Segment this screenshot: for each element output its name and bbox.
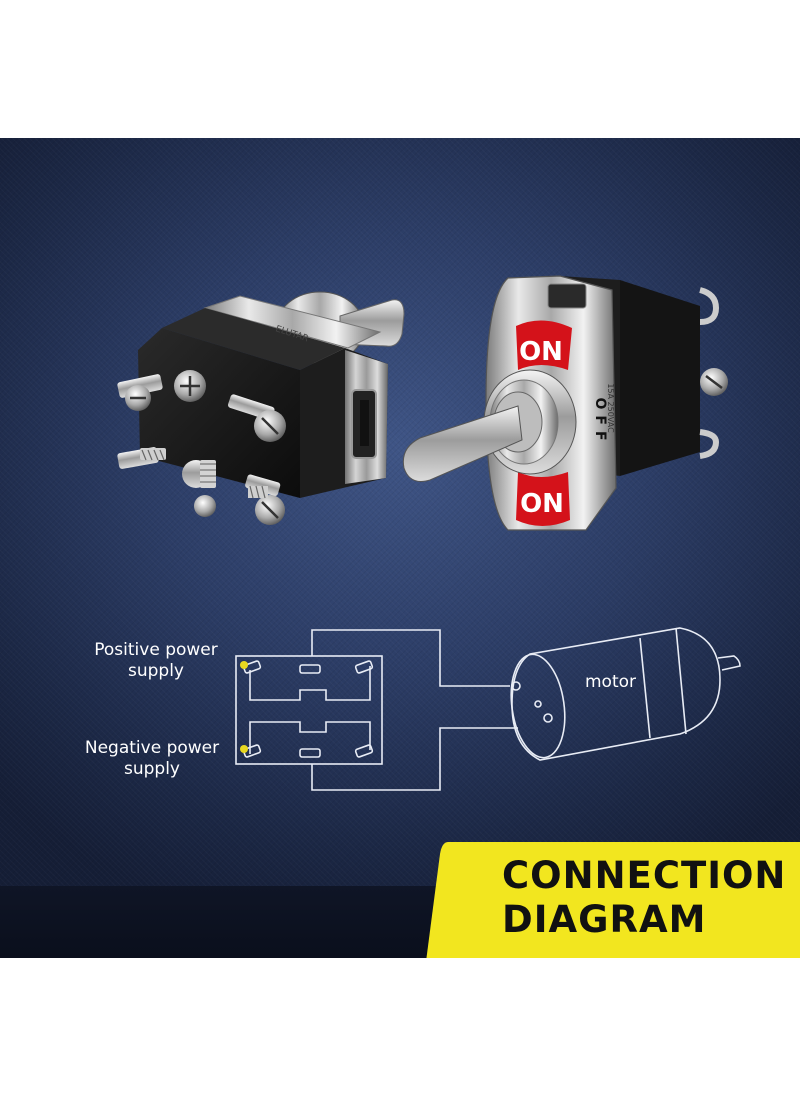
negative-terminal-dot (240, 745, 248, 753)
wire-top (311, 629, 510, 687)
motor-drawing (510, 627, 741, 761)
wire-bottom (311, 727, 518, 791)
rating-marking: 15A 250VAC (606, 383, 615, 433)
terminal-row-top (242, 660, 374, 674)
off-label: OFF (592, 397, 608, 446)
on-top-label: ON (519, 337, 563, 367)
rear-terminals (117, 370, 286, 525)
banner-title-line2: DIAGRAM (502, 898, 707, 941)
positive-terminal-dot (240, 661, 248, 669)
on-bottom-label: ON (520, 489, 564, 519)
banner-title: CONNECTION DIAGRAM (502, 854, 792, 942)
background-texture (0, 138, 800, 958)
switch-outline (235, 655, 383, 765)
switch-front-view: ON ON OFF 15A 250VAC (402, 275, 728, 531)
switch-illustration: ELUTAR (117, 275, 800, 958)
banner-title-line1: CONNECTION (502, 854, 787, 897)
product-panel: ELUTAR (0, 138, 800, 958)
switch-rear-view: ELUTAR (117, 291, 405, 525)
terminal-row-bottom (242, 744, 374, 758)
wiring-diagram (235, 627, 741, 791)
banner-shape (426, 842, 800, 958)
motor-label: motor (585, 672, 637, 692)
